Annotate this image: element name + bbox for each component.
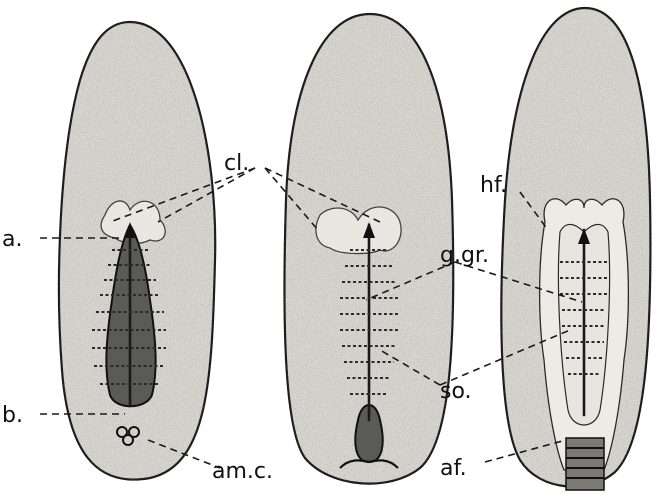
label-af: af. — [440, 456, 467, 481]
label-cl: cl. — [224, 151, 249, 176]
label-am-c: am.c. — [212, 459, 273, 484]
embryo-late — [495, 5, 655, 495]
label-so: so. — [440, 379, 472, 404]
embryo-late-tail-fold — [566, 438, 604, 490]
label-b: b. — [2, 403, 23, 428]
label-hf: hf. — [480, 173, 507, 198]
label-a: a. — [2, 227, 22, 252]
embryo-middle — [280, 10, 458, 492]
label-g-gr: g.gr. — [440, 243, 489, 268]
